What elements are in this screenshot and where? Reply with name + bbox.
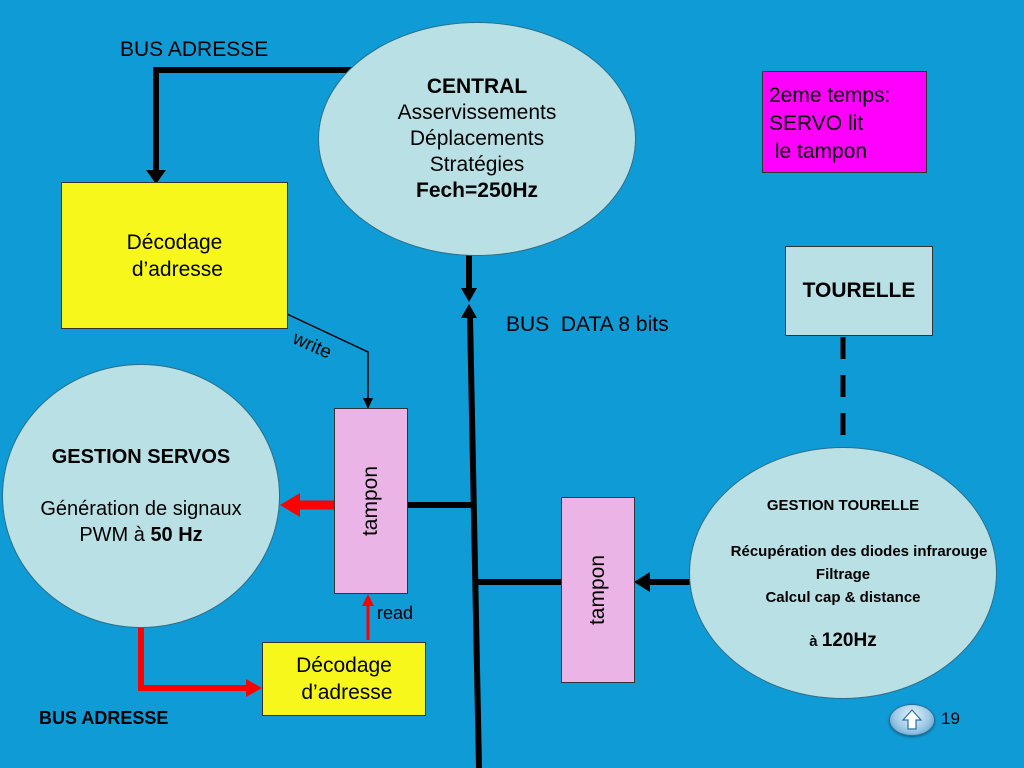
red-arrow-read <box>362 594 374 640</box>
decodage-top-line-1: Décodage <box>126 230 223 254</box>
note-line-2: SERVO lit <box>769 112 864 135</box>
bus-adresse-top-label: BUS ADRESSE <box>120 38 269 61</box>
decodage-top-line-2: d’adresse <box>126 257 223 281</box>
gestion-tourelle-node: GESTION TOURELLE Récupération des diodes… <box>689 447 997 699</box>
gestion-tourelle-line-3: Calcul cap & distance <box>765 588 921 606</box>
tourelle-box: TOURELLE <box>785 246 933 336</box>
gestion-servos-line-2: PWM à 50 Hz <box>79 524 203 546</box>
decodage-adresse-bottom: Décodage d’adresse <box>262 642 426 716</box>
central-line-strategies: Stratégies <box>429 153 525 176</box>
gestion-servos-line-1: Génération de signaux <box>40 498 242 520</box>
read-label: read <box>377 603 414 623</box>
gestion-tourelle-title: GESTION TOURELLE <box>766 496 920 514</box>
tampon-left-label: tampon <box>359 465 382 537</box>
note-second-step: 2eme temps: SERVO lit le tampon <box>762 71 927 173</box>
bus-data-label: BUS DATA 8 bits <box>506 313 669 336</box>
gestion-tourelle-line-2: Filtrage <box>815 565 871 583</box>
gestion-tourelle-line-1: Récupération des diodes infrarouge <box>730 542 988 560</box>
central-line-deplacements: Déplacements <box>409 127 545 150</box>
tampon-right: tampon <box>561 497 635 683</box>
central-node: CENTRAL Asservissements Déplacements Str… <box>318 22 636 256</box>
red-arrow-tampon-to-servos <box>280 493 334 517</box>
central-title: CENTRAL <box>426 75 528 98</box>
decodage-adresse-top: Décodage d’adresse <box>61 182 288 329</box>
bus-adresse-bottom-label: BUS ADRESSE <box>39 708 169 728</box>
note-line-1: 2eme temps: <box>769 84 891 107</box>
gestion-servos-title: GESTION SERVOS <box>51 446 231 468</box>
gestion-tourelle-freq: à 120Hz <box>809 629 877 651</box>
decodage-bottom-line-1: Décodage <box>296 654 392 677</box>
tourelle-label: TOURELLE <box>802 279 916 302</box>
write-wire <box>286 313 373 409</box>
bus-adresse-top-wire <box>146 67 352 184</box>
tampon-right-label: tampon <box>586 554 609 626</box>
tampon-left: tampon <box>334 408 408 594</box>
data-bus-wire <box>461 252 482 768</box>
up-arrow-icon[interactable] <box>889 704 935 736</box>
gestion-servos-node: GESTION SERVOS Génération de signaux PWM… <box>2 364 280 628</box>
central-line-asservissements: Asservissements <box>397 101 557 124</box>
tourelle-to-tampon-arrow <box>634 572 690 592</box>
note-line-3: le tampon <box>769 140 868 163</box>
red-bus-adresse-bottom-wire <box>138 626 262 697</box>
decodage-bottom-line-2: d’adresse <box>295 681 393 704</box>
central-frequency: Fech=250Hz <box>416 179 538 202</box>
page-number: 19 <box>941 709 960 728</box>
